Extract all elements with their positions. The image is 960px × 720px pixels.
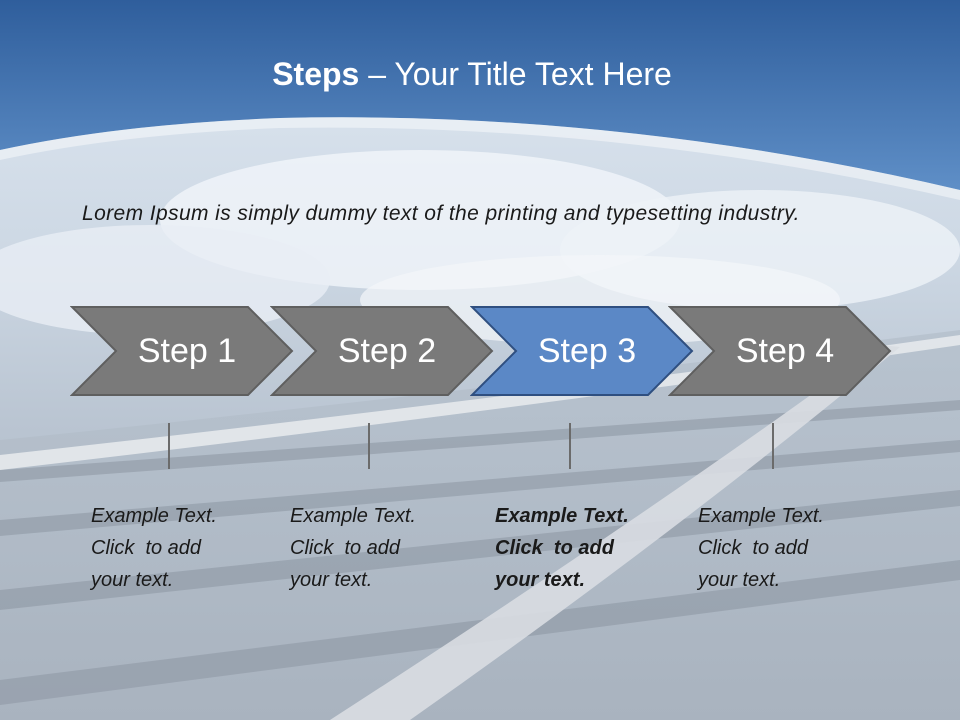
desc-line: your text. bbox=[698, 569, 781, 591]
desc-line: Click to add bbox=[495, 537, 614, 559]
step-4-connector bbox=[772, 423, 774, 469]
chevron-shape bbox=[270, 306, 494, 396]
title-bold: Steps bbox=[272, 56, 360, 92]
desc-line: Example Text. bbox=[91, 505, 217, 527]
chevron-shape bbox=[668, 306, 892, 396]
chevron-shape bbox=[70, 306, 294, 396]
title-rest: – Your Title Text Here bbox=[359, 56, 672, 92]
desc-line: Click to add bbox=[698, 537, 809, 559]
step-2-description[interactable]: Example Text. Click to add your text. bbox=[290, 500, 460, 596]
desc-line: Example Text. bbox=[698, 505, 824, 527]
step-2-chevron[interactable]: Step 2 bbox=[270, 305, 496, 397]
step-1-chevron[interactable]: Step 1 bbox=[70, 305, 296, 397]
desc-line: your text. bbox=[91, 569, 174, 591]
desc-line: Example Text. bbox=[290, 505, 416, 527]
step-label: Step 4 bbox=[735, 331, 835, 370]
step-2-connector bbox=[368, 423, 370, 469]
step-3-description[interactable]: Example Text. Click to add your text. bbox=[495, 500, 665, 596]
desc-line: your text. bbox=[495, 569, 586, 591]
slide-title: Steps – Your Title Text Here bbox=[0, 56, 944, 93]
intro-text: Lorem Ipsum is simply dummy text of the … bbox=[82, 202, 800, 225]
step-1-connector bbox=[168, 423, 170, 469]
desc-line: Click to add bbox=[91, 537, 202, 559]
step-3-connector bbox=[569, 423, 571, 469]
step-1-description[interactable]: Example Text. Click to add your text. bbox=[91, 500, 261, 596]
desc-line: Example Text. bbox=[495, 505, 629, 527]
step-4-chevron[interactable]: Step 4 bbox=[668, 305, 894, 397]
desc-line: your text. bbox=[290, 569, 373, 591]
step-label: Step 3 bbox=[537, 331, 637, 370]
step-3-chevron[interactable]: Step 3 bbox=[470, 305, 696, 397]
step-label: Step 2 bbox=[337, 331, 437, 370]
chevron-shape bbox=[470, 306, 694, 396]
desc-line: Click to add bbox=[290, 537, 401, 559]
step-label: Step 1 bbox=[137, 331, 237, 370]
step-4-description[interactable]: Example Text. Click to add your text. bbox=[698, 500, 868, 596]
